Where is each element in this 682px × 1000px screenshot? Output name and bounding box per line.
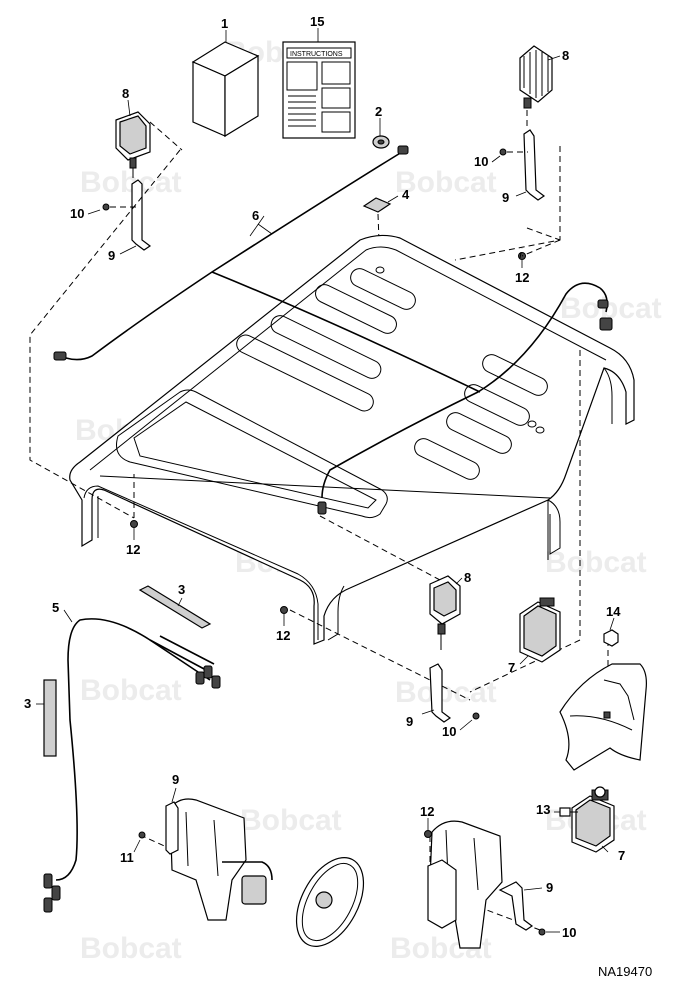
callout-labels: 1 15 8 2 4 6 8 10 9 10 9 12 12 12 3 5 3 …: [24, 14, 625, 940]
part-light-side-lower: [571, 786, 615, 853]
callout-9: 9: [108, 248, 115, 263]
callout-9: 9: [406, 714, 413, 729]
callout-11: 11: [120, 850, 134, 865]
part-light-upper-left: [115, 111, 151, 178]
callout-12: 12: [276, 628, 290, 643]
callout-8: 8: [464, 570, 471, 585]
part-grommet: [372, 135, 390, 149]
callout-5: 5: [52, 600, 59, 615]
callout-10: 10: [562, 925, 576, 940]
part-light-roof-front: [429, 575, 461, 650]
part-nut-post-right: [424, 830, 432, 838]
callout-10: 10: [442, 724, 456, 739]
callout-7: 7: [618, 848, 625, 863]
callout-9: 9: [546, 880, 553, 895]
callout-4: 4: [402, 187, 410, 202]
watermark: Bobcat: [545, 546, 647, 579]
part-box: [191, 41, 260, 138]
callout-6: 6: [252, 208, 259, 223]
callout-12: 12: [420, 804, 434, 819]
watermark: Bobcat: [395, 166, 497, 199]
callout-12: 12: [126, 542, 140, 557]
part-light-upper-right: [519, 45, 553, 130]
callout-3: 3: [178, 582, 185, 597]
part-nut-roof-left: [130, 520, 138, 528]
watermark: Bobcat: [80, 674, 182, 707]
part-harness-mirror: [43, 618, 221, 913]
callout-8: 8: [122, 86, 129, 101]
watermark: Bobcat: [395, 676, 497, 709]
part-instructions-sheet: INSTRUCTIONS: [282, 41, 356, 139]
callout-12: 12: [515, 270, 529, 285]
part-bolt-roof-front: [472, 712, 480, 720]
callout-9: 9: [172, 772, 179, 787]
callout-7: 7: [508, 660, 515, 675]
part-bolt-upper-left: [102, 203, 138, 211]
part-harness-roof: [53, 145, 613, 515]
part-bolt-mirror: [138, 831, 146, 839]
leader-lines: [36, 28, 615, 933]
callout-8: 8: [562, 48, 569, 63]
part-tube-lower: [43, 679, 57, 757]
callout-10: 10: [70, 206, 84, 221]
part-post-left: [165, 798, 247, 921]
figure-reference-code: NA19470: [598, 964, 652, 979]
watermark: Bobcat: [80, 932, 182, 965]
part-fender: [559, 663, 647, 771]
watermark: Bobcat: [240, 804, 342, 837]
part-bracket-upper-right: [523, 129, 546, 201]
part-nut-fender: [603, 629, 619, 647]
part-bracket-upper-left: [131, 179, 152, 251]
callout-10: 10: [474, 154, 488, 169]
instructions-label: INSTRUCTIONS: [290, 51, 343, 58]
callout-3: 3: [24, 696, 31, 711]
callout-14: 14: [606, 604, 621, 619]
callout-13: 13: [536, 802, 550, 817]
watermark: Bobcat: [80, 166, 182, 199]
part-mirror: [222, 857, 365, 947]
part-bracket-post-right: [498, 881, 534, 931]
part-bracket-roof-front: [429, 663, 452, 723]
callout-1: 1: [221, 16, 228, 31]
part-bolt-upper-right: [499, 148, 528, 156]
callout-15: 15: [310, 14, 324, 29]
part-cab-roof: [69, 234, 635, 645]
callout-9: 9: [502, 190, 509, 205]
part-bolt-post-right: [538, 928, 546, 936]
part-light-side-upper: [519, 597, 561, 663]
part-nut-roof-front: [280, 606, 288, 614]
part-post-right: [427, 820, 503, 949]
part-tube-upper: [138, 585, 212, 629]
callout-2: 2: [375, 104, 382, 119]
